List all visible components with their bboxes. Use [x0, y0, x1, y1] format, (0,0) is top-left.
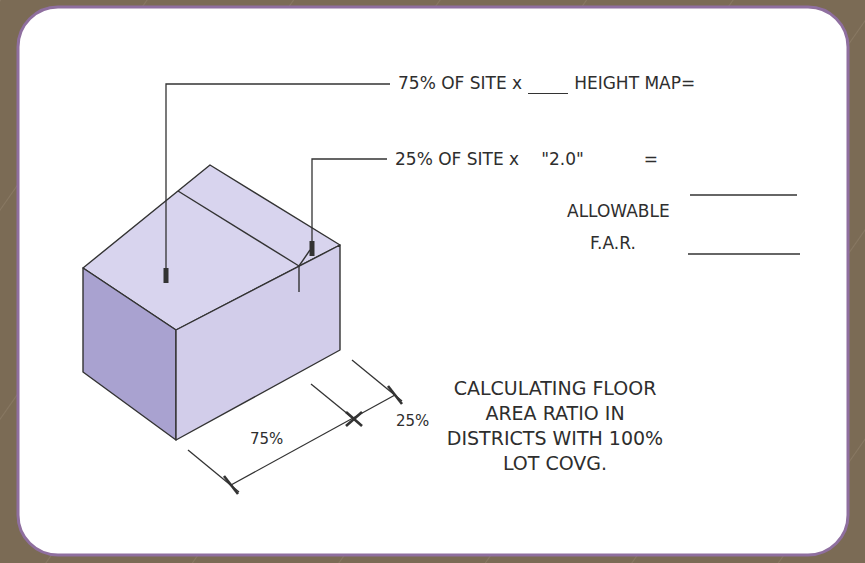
formula-text: HEIGHT MAP=	[574, 72, 695, 94]
formula-row: 75% OF SITE x HEIGHT MAP=	[398, 72, 695, 94]
caption: CALCULATING FLOOR AREA RATIO IN DISTRICT…	[440, 376, 670, 476]
formula-text: 25% OF SITE x	[395, 148, 519, 170]
formula-text: 75% OF SITE x	[398, 72, 522, 94]
card	[18, 7, 848, 555]
result-label: F.A.R.	[590, 232, 636, 254]
dimension-label: 25%	[396, 410, 429, 432]
leader-lines	[166, 84, 390, 283]
blank-line	[528, 75, 568, 94]
result-label: ALLOWABLE	[567, 200, 670, 222]
equals-sign: =	[644, 148, 658, 170]
formula-row: 25% OF SITE x "2.0" =	[395, 148, 658, 170]
formula-value: "2.0"	[541, 148, 584, 170]
blank-lines	[688, 195, 800, 254]
dimension-label: 75%	[250, 428, 283, 450]
iso-block	[83, 165, 340, 440]
dimension-lines	[188, 360, 402, 494]
